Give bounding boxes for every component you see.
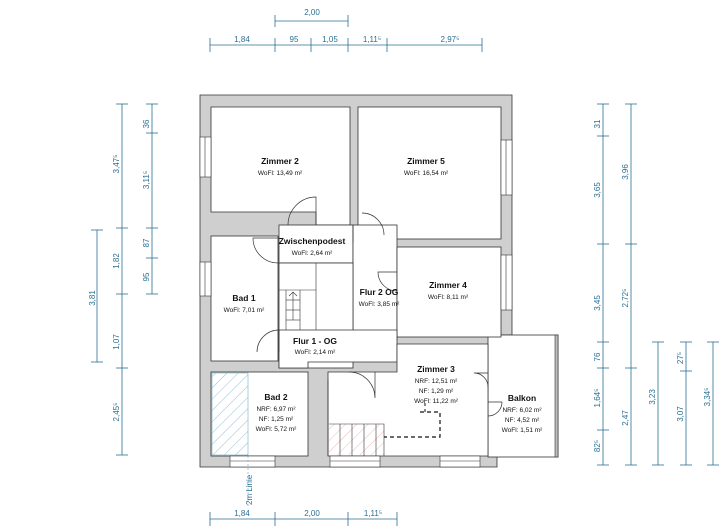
- room-label-flur1: Flur 1 - OG WoFl: 2,14 m²: [293, 336, 337, 356]
- room-label-zimmer3: Zimmer 3 NRF: 12,51 m² NF: 1,29 m² WoFl:…: [414, 364, 459, 405]
- dim-left-b-3: 95: [142, 272, 151, 281]
- dim-right-c-0: 3,23: [648, 389, 657, 405]
- room-label-flur2: Flur 2 OG WoFl: 3,85 m²: [359, 287, 401, 308]
- dim-right-a-4: 1,64⁵: [593, 389, 602, 408]
- svg-text:WoFl: 11,22 m²: WoFl: 11,22 m²: [414, 398, 459, 405]
- left-dimension-outer: 3,81: [88, 229, 103, 363]
- svg-text:Flur 2 OG: Flur 2 OG: [360, 287, 399, 297]
- hatched-areas: [211, 372, 384, 456]
- left-dimension-chain-b: 36 3,11⁵ 87 95: [142, 103, 158, 295]
- room-label-zimmer5: Zimmer 5 WoFl: 16,54 m²: [404, 156, 449, 177]
- svg-text:WoFl: 3,85 m²: WoFl: 3,85 m²: [359, 301, 401, 308]
- shower-hatch: [211, 372, 249, 456]
- dim-top-4: 2,97⁵: [441, 35, 460, 44]
- staircase: [279, 263, 441, 456]
- svg-text:NRF: 6,97 m²: NRF: 6,97 m²: [256, 406, 296, 413]
- svg-text:Zimmer 5: Zimmer 5: [407, 156, 445, 166]
- building: 2m Linie: [199, 94, 559, 508]
- right-dimension-chain-a: 31 3,65 3,45 76 1,64⁵ 82⁵: [593, 103, 609, 466]
- zimmer5-floor: [357, 106, 502, 240]
- dim-bottom-0: 1,84: [234, 509, 250, 518]
- svg-text:Zwischenpodest: Zwischenpodest: [279, 236, 346, 246]
- dim-top-0: 1,84: [234, 35, 250, 44]
- room-label-balkon: Balkon NRF: 6,02 m² NF: 4,52 m² WoFl: 1,…: [502, 393, 544, 434]
- top-dimension-chain: 1,84 95 1,05 1,11⁵ 2,97⁵: [209, 35, 483, 52]
- dim-top-1: 95: [290, 35, 299, 44]
- dim-right-b-1: 2,72⁵: [621, 289, 630, 308]
- right-dimension-chain-c: 3,23: [648, 341, 664, 466]
- dim-left-outer: 3,81: [88, 290, 97, 306]
- dim-top-overall: 2,00: [304, 8, 320, 17]
- svg-text:WoFl: 8,11 m²: WoFl: 8,11 m²: [428, 294, 469, 301]
- flur1-floor: [278, 329, 398, 369]
- zimmer4-floor: [396, 246, 502, 338]
- dim-bottom-1: 2,00: [304, 509, 320, 518]
- svg-text:WoFl: 2,64 m²: WoFl: 2,64 m²: [292, 250, 334, 257]
- dim-top-2: 1,05: [322, 35, 338, 44]
- dim-left-a-0: 3,47⁵: [112, 155, 121, 174]
- right-dimension-chain-e: 3,34⁵: [703, 341, 719, 466]
- balcony-area: [487, 334, 559, 458]
- right-dimension-chain-b: 3,96 2,72⁵ 2,47: [621, 103, 637, 466]
- dim-left-b-0: 36: [142, 119, 151, 128]
- room-label-bad1: Bad 1 WoFl: 7,01 m²: [224, 293, 266, 314]
- svg-text:NF: 1,25 m²: NF: 1,25 m²: [259, 416, 294, 423]
- room-label-zimmer2: Zimmer 2 WoFl: 13,49 m²: [258, 156, 303, 177]
- balcony-railing: [554, 334, 559, 458]
- dim-right-e-0: 3,34⁵: [703, 388, 712, 407]
- dim-left-a-3: 2,45⁵: [112, 403, 121, 422]
- flur2-floor: [352, 224, 398, 341]
- dim-right-d-0: 27⁵: [676, 352, 685, 364]
- svg-text:WoFl: 16,54 m²: WoFl: 16,54 m²: [404, 170, 449, 177]
- svg-text:Bad 2: Bad 2: [264, 392, 287, 402]
- dim-left-b-2: 87: [142, 238, 151, 247]
- bottom-dimension-chain: 1,84 2,00 1,11⁵: [209, 509, 398, 526]
- dim-right-d-1: 3,07: [676, 406, 685, 422]
- room-label-bad2: Bad 2 NRF: 6,97 m² NF: 1,25 m² WoFl: 5,7…: [256, 392, 298, 433]
- svg-text:WoFl: 2,14 m²: WoFl: 2,14 m²: [295, 349, 337, 356]
- svg-text:Zimmer 3: Zimmer 3: [417, 364, 455, 374]
- top-dimension-overall: 2,00: [274, 8, 349, 27]
- svg-text:Zimmer 2: Zimmer 2: [261, 156, 299, 166]
- svg-text:WoFl: 1,51 m²: WoFl: 1,51 m²: [502, 427, 544, 434]
- svg-text:NF: 1,29 m²: NF: 1,29 m²: [419, 388, 454, 395]
- svg-text:NRF: 6,02 m²: NRF: 6,02 m²: [502, 407, 542, 414]
- dim-right-a-3: 76: [593, 352, 602, 361]
- room-label-zimmer4: Zimmer 4 WoFl: 8,11 m²: [428, 280, 469, 301]
- svg-text:NRF: 12,51 m²: NRF: 12,51 m²: [415, 378, 458, 385]
- windows: [199, 136, 513, 468]
- dim-left-a-1: 1,82: [112, 253, 121, 269]
- svg-text:Flur 1 - OG: Flur 1 - OG: [293, 336, 337, 346]
- zimmer2-floor: [210, 106, 351, 226]
- svg-text:WoFl: 13,49 m²: WoFl: 13,49 m²: [258, 170, 303, 177]
- dim-right-b-2: 2,47: [621, 410, 630, 426]
- room-label-zwischenpodest: Zwischenpodest WoFl: 2,64 m²: [279, 236, 346, 257]
- dim-bottom-2: 1,11⁵: [364, 509, 382, 518]
- two-meter-line-label: 2m Linie: [245, 474, 254, 505]
- dim-top-3: 1,11⁵: [363, 35, 381, 44]
- right-dimension-chain-d: 27⁵ 3,07: [676, 341, 692, 466]
- doors: [252, 196, 503, 417]
- svg-text:NF: 4,52 m²: NF: 4,52 m²: [505, 417, 540, 424]
- svg-text:WoFl: 5,72 m²: WoFl: 5,72 m²: [256, 426, 298, 433]
- svg-text:Balkon: Balkon: [508, 393, 536, 403]
- svg-text:WoFl: 7,01 m²: WoFl: 7,01 m²: [224, 307, 266, 314]
- dim-left-a-2: 1,07: [112, 334, 121, 350]
- dim-right-b-0: 3,96: [621, 164, 630, 180]
- svg-text:Zimmer 4: Zimmer 4: [429, 280, 467, 290]
- dim-right-a-5: 82⁵: [593, 440, 602, 452]
- dim-right-a-0: 31: [593, 119, 602, 128]
- dim-left-b-1: 3,11⁵: [142, 171, 151, 189]
- dim-right-a-2: 3,45: [593, 295, 602, 311]
- left-dimension-chain-a: 3,47⁵ 1,82 1,07 2,45⁵: [112, 103, 128, 456]
- bad1-floor: [210, 235, 279, 362]
- dim-right-a-1: 3,65: [593, 182, 602, 198]
- svg-text:Bad 1: Bad 1: [232, 293, 255, 303]
- stair-slope-hatch: [329, 424, 384, 455]
